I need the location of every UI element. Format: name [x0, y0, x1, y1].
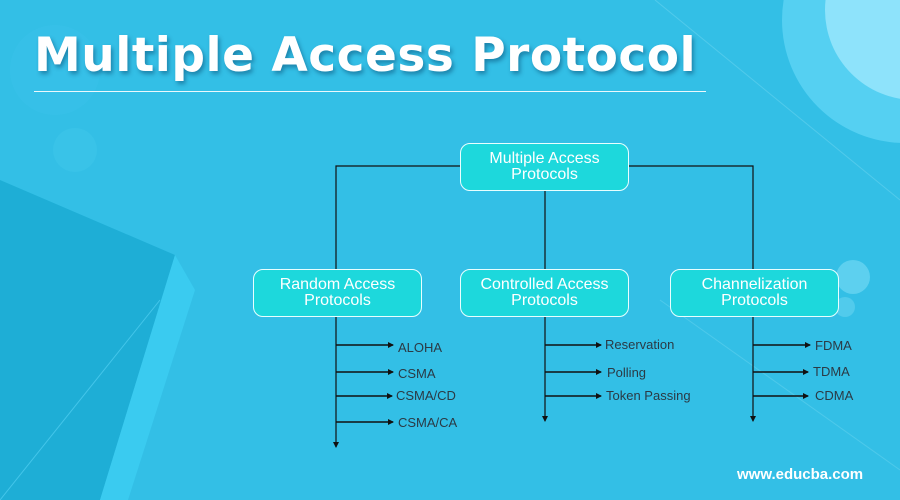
decor-light-strip	[100, 255, 195, 500]
branch-node-controlled-access: Controlled Access Protocols	[460, 269, 629, 317]
branch-node-line1: Random Access	[279, 276, 396, 293]
decor-diagonal-line-lower	[659, 299, 900, 471]
footer-url: www.educba.com	[737, 466, 864, 483]
leaf-token-passing: Token Passing	[606, 388, 691, 403]
root-node-line2: Protocols	[511, 166, 578, 183]
title-underline	[34, 91, 706, 92]
leaf-polling: Polling	[607, 365, 647, 380]
root-node: Multiple Access Protocols	[460, 143, 629, 191]
leaf-reservation: Reservation	[605, 337, 675, 352]
leaf-csma: CSMA	[398, 366, 436, 381]
branch-node-line2: Protocols	[721, 292, 788, 309]
branch-node-line2: Protocols	[304, 292, 371, 309]
decor-circle-inner	[825, 0, 900, 99]
leaf-tdma: TDMA	[813, 364, 850, 379]
decor-bubble-small	[835, 297, 855, 317]
connector-root-left	[335, 165, 460, 270]
decor-bubble-left	[53, 128, 97, 172]
connector-root-right	[628, 165, 754, 270]
decor-dark-panel	[0, 180, 175, 500]
leaf-csma-cd: CSMA/CD	[396, 388, 456, 403]
decor-bubble-right	[836, 260, 870, 294]
leaf-fdma: FDMA	[815, 338, 852, 353]
branch-node-random-access: Random Access Protocols	[253, 269, 422, 317]
root-node-line1: Multiple Access	[489, 150, 600, 167]
page-title: Multiple Access Protocol	[34, 28, 697, 83]
leaf-cdma: CDMA	[815, 388, 854, 403]
branch-node-channelization: Channelization Protocols	[670, 269, 839, 317]
branch-node-line1: Controlled Access	[480, 276, 609, 293]
decor-diagonal-line	[654, 0, 900, 201]
decor-faint-ring	[10, 25, 100, 115]
branch-node-line2: Protocols	[511, 292, 578, 309]
decor-thin-line	[0, 299, 161, 500]
leaf-aloha: ALOHA	[398, 340, 443, 355]
leaf-csma-ca: CSMA/CA	[398, 415, 458, 430]
branch-node-line1: Channelization	[701, 276, 808, 293]
